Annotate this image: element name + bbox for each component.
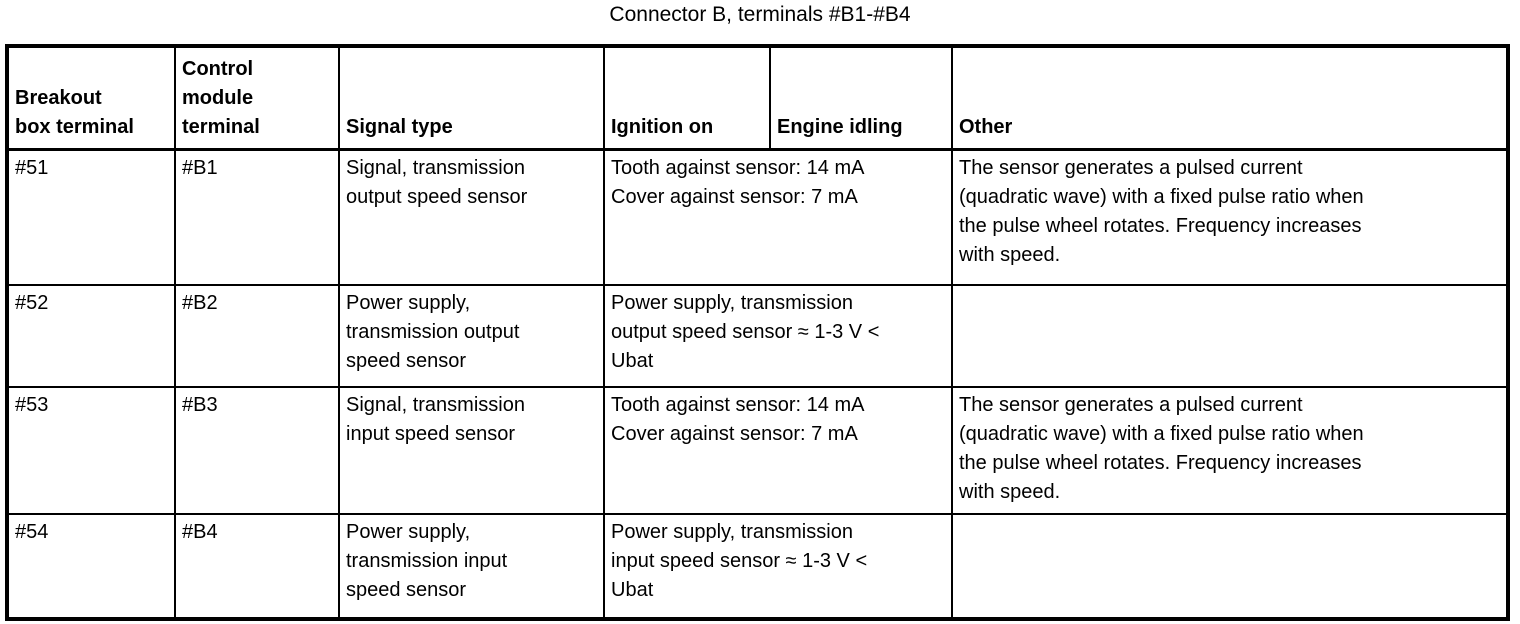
col-header-breakout-box-terminal: Breakout box terminal <box>6 45 176 151</box>
col-header-ignition-on: Ignition on <box>603 45 771 151</box>
col-header-other: Other <box>951 45 1509 151</box>
cell-module-terminal: #B3 <box>174 386 340 515</box>
cell-measurement: Tooth against sensor: 14 mA Cover agains… <box>603 148 953 286</box>
cell-module-terminal: #B1 <box>174 148 340 286</box>
col-header-engine-idling: Engine idling <box>769 45 953 151</box>
cell-signal-type: Signal, transmission input speed sensor <box>338 386 605 515</box>
cell-breakout-terminal: #54 <box>6 513 176 620</box>
cell-measurement: Power supply, transmission input speed s… <box>603 513 953 620</box>
cell-other: The sensor generates a pulsed current (q… <box>951 148 1509 286</box>
cell-other <box>951 284 1509 388</box>
cell-other: The sensor generates a pulsed current (q… <box>951 386 1509 515</box>
cell-breakout-terminal: #51 <box>6 148 176 286</box>
table-row: #54 #B4 Power supply, transmission input… <box>6 513 1509 620</box>
cell-module-terminal: #B4 <box>174 513 340 620</box>
cell-measurement: Tooth against sensor: 14 mA Cover agains… <box>603 386 953 515</box>
cell-other <box>951 513 1509 620</box>
cell-measurement: Power supply, transmission output speed … <box>603 284 953 388</box>
cell-signal-type: Power supply, transmission output speed … <box>338 284 605 388</box>
table-row: #52 #B2 Power supply, transmission outpu… <box>6 284 1509 388</box>
col-header-signal-type: Signal type <box>338 45 605 151</box>
cell-breakout-terminal: #52 <box>6 284 176 388</box>
cell-signal-type: Signal, transmission output speed sensor <box>338 148 605 286</box>
header-row: Breakout box terminal Control module ter… <box>6 45 1509 151</box>
cell-breakout-terminal: #53 <box>6 386 176 515</box>
cell-signal-type: Power supply, transmission input speed s… <box>338 513 605 620</box>
table-row: #51 #B1 Signal, transmission output spee… <box>6 148 1509 286</box>
table-title: Connector B, terminals #B1-#B4 <box>609 3 911 26</box>
table-row: #53 #B3 Signal, transmission input speed… <box>6 386 1509 515</box>
cell-module-terminal: #B2 <box>174 284 340 388</box>
terminal-table: Breakout box terminal Control module ter… <box>5 44 1510 621</box>
col-header-control-module-terminal: Control module terminal <box>174 45 340 151</box>
